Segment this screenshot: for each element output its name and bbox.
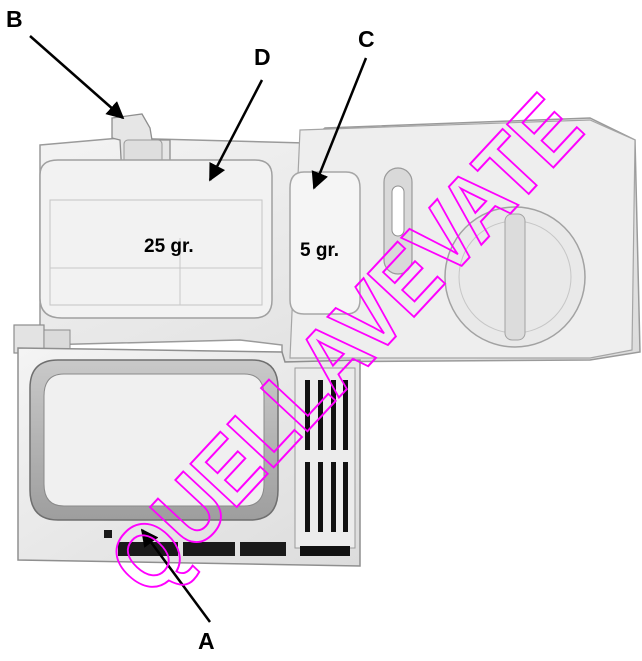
callout-arrow-c xyxy=(311,57,368,190)
rinse-aid-cap xyxy=(444,206,586,348)
callout-arrow-d xyxy=(208,79,264,182)
main-compartment-amount: 25 gr. xyxy=(144,236,194,257)
pre-wash-amount: 5 gr. xyxy=(300,240,340,261)
vent-slots xyxy=(294,367,356,556)
callout-label-c: C xyxy=(358,26,375,52)
hinge xyxy=(13,324,71,354)
main-detergent-compartment xyxy=(39,159,273,319)
callout-arrow-b xyxy=(29,35,125,120)
callout-arrow-a xyxy=(140,528,212,623)
door-gasket xyxy=(29,359,279,521)
dosage-slider-slot xyxy=(383,167,413,275)
callout-label-a: A xyxy=(198,628,215,654)
callout-label-b: B xyxy=(6,6,23,32)
pre-wash-compartment xyxy=(289,171,361,315)
bottom-grille xyxy=(104,530,286,556)
callout-label-d: D xyxy=(254,44,271,70)
